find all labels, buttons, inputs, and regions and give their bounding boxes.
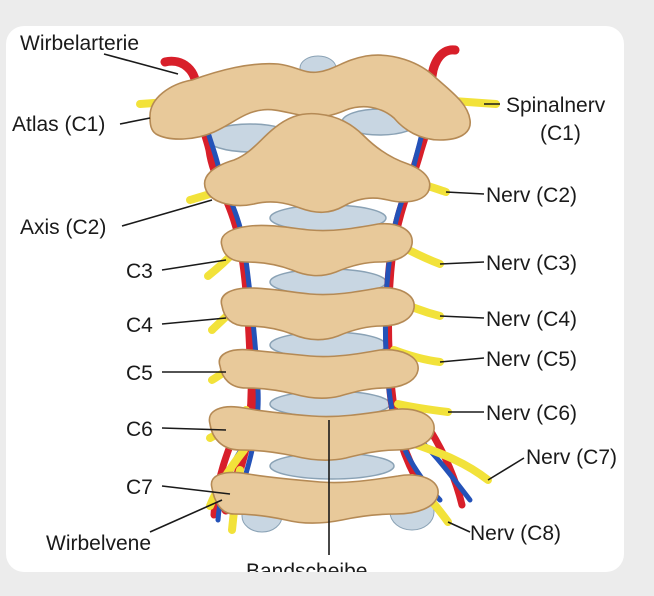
label-nerv-c5: Nerv (C5) xyxy=(486,348,577,371)
label-nerv-c2: Nerv (C2) xyxy=(486,184,577,207)
label-wirbelarterie: Wirbelarterie xyxy=(20,32,139,55)
label-c7: C7 xyxy=(126,476,153,499)
label-c3: C3 xyxy=(126,260,153,283)
label-nerv-c7: Nerv (C7) xyxy=(526,446,617,469)
label-nerv-c6: Nerv (C6) xyxy=(486,402,577,425)
leader-lines xyxy=(103,53,525,533)
label-axis: Axis (C2) xyxy=(20,216,106,239)
label-c6: C6 xyxy=(126,418,153,441)
label-wirbelvene: Wirbelvene xyxy=(46,532,151,555)
vertebra-c6 xyxy=(208,406,435,461)
label-nerv-c4: Nerv (C4) xyxy=(486,308,577,331)
vertebra-c4 xyxy=(220,286,415,341)
diagram-card: Wirbelarterie Atlas (C1) Axis (C2) C3 C4… xyxy=(6,26,624,572)
vertebra-c3 xyxy=(220,222,413,277)
label-bandscheibe: Bandscheibe xyxy=(246,560,367,572)
labels: Wirbelarterie Atlas (C1) Axis (C2) C3 C4… xyxy=(12,32,617,572)
label-nerv-c8: Nerv (C8) xyxy=(470,522,561,545)
nerve-c6-right xyxy=(394,400,452,416)
label-spinalnerv-line1: Spinalnerv xyxy=(506,94,606,117)
vertebra-atlas xyxy=(149,54,471,141)
label-c5: C5 xyxy=(126,362,153,385)
label-atlas: Atlas (C1) xyxy=(12,113,105,136)
cervical-spine-diagram: Wirbelarterie Atlas (C1) Axis (C2) C3 C4… xyxy=(12,32,617,572)
label-nerv-c3: Nerv (C3) xyxy=(486,252,577,275)
label-spinalnerv-line2: (C1) xyxy=(540,122,581,145)
vertebra-axis xyxy=(203,112,431,214)
vertebrae xyxy=(149,54,471,524)
label-c4: C4 xyxy=(126,314,153,337)
vertebra-c7 xyxy=(210,471,439,524)
vertebra-c5 xyxy=(218,348,419,399)
